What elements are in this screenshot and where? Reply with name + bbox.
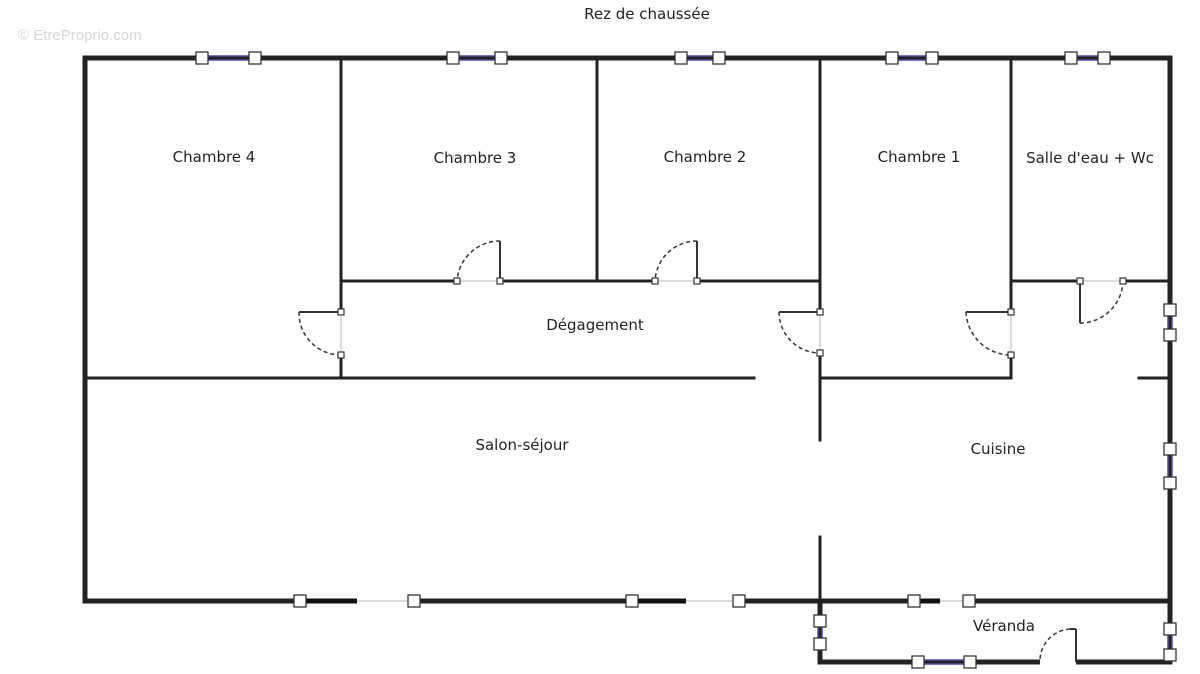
door-degagement-salon [778,308,824,357]
window-right-cuisine [1163,442,1177,490]
room-label-cuisine: Cuisine [971,440,1026,458]
window-top-chambre2 [674,51,726,65]
room-label-degagement: Dégagement [546,316,644,334]
door-chambre2 [651,240,701,285]
bay-window-cuisine [907,594,976,608]
window-veranda-bottom [911,655,977,669]
window-veranda-left [813,614,827,651]
window-veranda-right [1163,622,1177,662]
door-chambre3 [453,240,504,285]
door-chambre4 [298,308,345,359]
window-top-chambre1 [885,51,939,65]
bay-window-salon-right [625,594,746,608]
room-label-chambre-3: Chambre 3 [434,149,517,167]
room-label-salle-eau: Salle d'eau + Wc [1026,149,1154,167]
room-label-salon-sejour: Salon-séjour [475,436,569,454]
plan-title: Rez de chaussée [584,5,710,23]
bay-window-salon-left [293,594,421,608]
door-salle-eau [1076,277,1127,324]
door-veranda-exterior [1039,628,1077,666]
window-top-chambre4 [195,51,262,65]
room-label-veranda: Véranda [973,617,1035,635]
room-label-chambre-1: Chambre 1 [878,148,961,166]
door-chambre1 [965,308,1015,359]
room-label-chambre-2: Chambre 2 [664,148,747,166]
interior-walls [83,56,1172,603]
window-right-salle-eau [1163,303,1177,342]
window-top-salle-eau [1064,51,1111,65]
watermark: © EtreProprio.com [18,27,142,44]
room-label-chambre-4: Chambre 4 [173,148,256,166]
window-top-chambre3 [446,51,508,65]
